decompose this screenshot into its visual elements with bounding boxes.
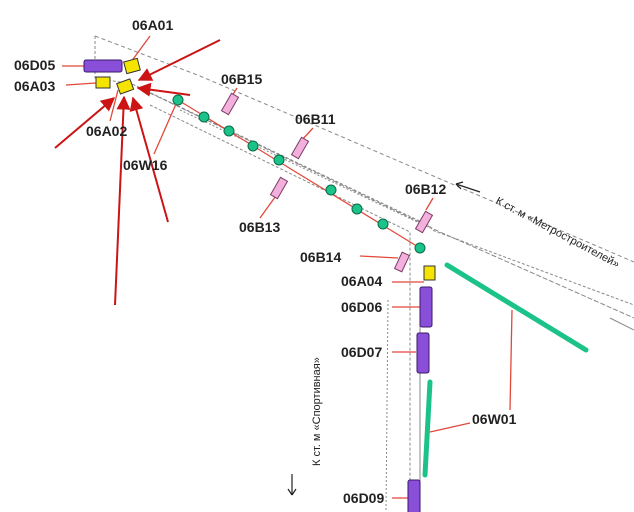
pipe-node [247,140,259,152]
devices-purple [83,59,433,512]
arrowhead-left-icon [455,181,464,190]
pipe-node [223,125,235,137]
label-06B15: 06B15 [221,71,262,87]
camera-06A04[interactable] [423,265,436,281]
label-06B12: 06B12 [405,181,446,197]
device-06D05[interactable] [83,59,123,73]
device-06D06[interactable] [419,286,433,328]
leader-lines [62,35,513,499]
pointer-arrows [54,39,221,306]
cameras-yellow [95,57,436,281]
sign-06B14[interactable] [393,251,411,273]
pipe-node [414,242,426,254]
arrowhead-down-icon [287,488,297,496]
device-06D09[interactable] [407,479,421,512]
cable-06W01 [422,262,589,478]
pipe-node [351,203,363,215]
label-06B13: 06B13 [239,219,280,235]
label-06A03: 06A03 [14,78,55,94]
direction-label-metrostroitelei: К ст. м «Метростроителей» [494,195,622,271]
label-06D05: 06D05 [14,57,55,73]
pipe-nodes [172,94,426,254]
sign-06B13[interactable] [269,176,289,200]
label-06D09: 06D09 [343,490,384,506]
camera-06A01[interactable] [123,57,141,75]
sign-06B15[interactable] [220,92,240,116]
camera-06A03[interactable] [95,76,111,89]
pipe-node [273,154,285,166]
signs-pink [220,92,434,273]
direction-label-sportivnaya: К ст. м «Спортивная» [311,357,323,466]
label-06W16: 06W16 [123,157,168,173]
label-06B11: 06B11 [295,111,336,127]
label-06D07: 06D07 [341,344,382,360]
pipe-node [198,111,210,123]
label-06D06: 06D06 [341,299,382,315]
label-06A01: 06A01 [132,17,173,33]
sign-06B12[interactable] [414,210,434,234]
label-06A02: 06A02 [86,123,127,139]
label-06W01: 06W01 [472,411,517,427]
pipe-node [172,94,184,106]
device-06D07[interactable] [416,332,430,374]
direction-metrostroitelei: К ст. м «Метростроителей» [455,181,622,271]
pipe-node [377,218,389,230]
camera-06A02[interactable] [116,78,135,95]
marker-labels: 06A01 06D05 06A03 06A02 06W16 06B15 06B1… [14,17,517,506]
pipe-node [325,184,337,196]
label-06B14: 06B14 [300,249,341,265]
direction-sportivnaya: К ст. м «Спортивная» [287,357,323,496]
label-06A04: 06A04 [341,273,382,289]
sign-06B11[interactable] [290,136,310,160]
arrow-left-icon [455,183,481,193]
